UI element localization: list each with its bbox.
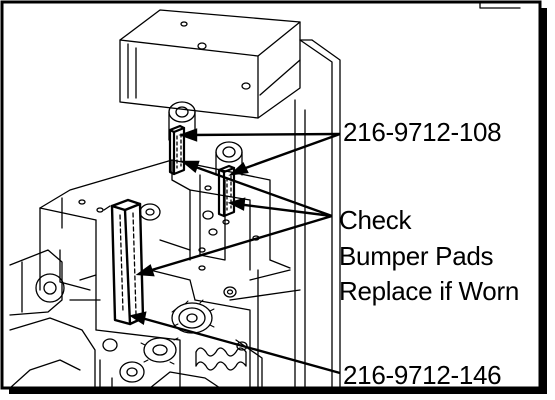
check-label: Check: [339, 205, 412, 235]
bumper-pads-label: Bumper Pads: [339, 241, 494, 271]
gear-teeth: [140, 299, 215, 365]
figure-frame: [0, 0, 547, 394]
lower-gears: [99, 302, 263, 389]
replace-if-worn-label: Replace if Worn: [339, 276, 519, 306]
top-block: [119, 9, 301, 119]
bumper-pad-lower: [103, 198, 145, 326]
main-housing: [39, 159, 301, 389]
part-number-upper-label: 216-9712-108: [343, 117, 502, 147]
leader-lines: [128, 128, 341, 375]
left-lever: [9, 249, 101, 389]
back-plate: [259, 39, 341, 389]
bumper-pad-upper-left: [168, 124, 186, 176]
part-number-lower-label: 216-9712-146: [343, 360, 502, 390]
